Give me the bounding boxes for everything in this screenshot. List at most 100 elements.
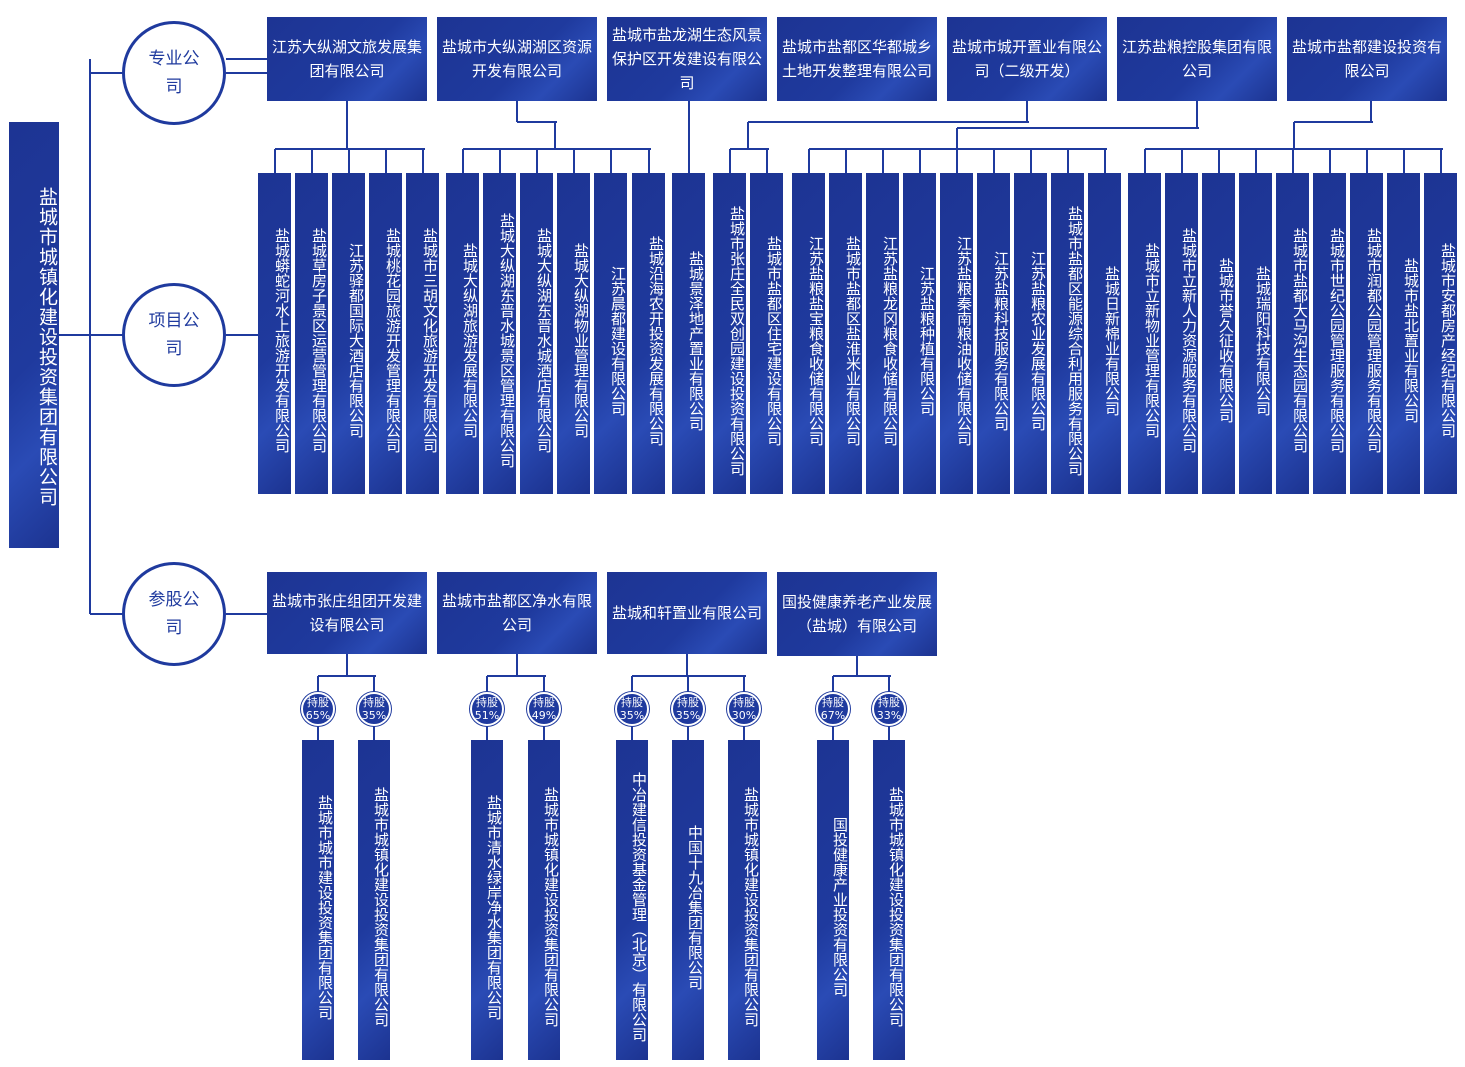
connector-line	[1144, 148, 1443, 150]
connector-line	[1066, 149, 1069, 173]
connector-line	[90, 72, 126, 74]
connector-line	[59, 334, 92, 336]
connector-line	[226, 613, 269, 615]
connector-line	[955, 149, 958, 173]
connector-line	[516, 654, 518, 676]
connector-line	[747, 122, 749, 149]
project-company: 盐城市盐都区能源综合利用服务有限公司	[1051, 173, 1084, 494]
shareholding-label: 持股	[363, 696, 385, 709]
shareholder-company: 盐城市城市建设投资集团有限公司	[302, 740, 334, 1060]
project-company: 盐城市盐都区住宅建设有限公司	[750, 173, 783, 494]
connector-line	[90, 334, 126, 336]
shareholder-company: 盐城市城镇化建设投资集团有限公司	[528, 740, 560, 1060]
connector-line	[1103, 149, 1106, 173]
connector-line	[765, 149, 768, 173]
connector-line	[728, 149, 731, 173]
connector-line	[517, 121, 557, 123]
connector-line	[856, 656, 858, 676]
connector-line	[1196, 101, 1198, 128]
project-company: 盐城蟒蛇河水上旅游开发有限公司	[258, 173, 291, 494]
professional-company: 盐城市盐都区华都城乡土地开发整理有限公司	[777, 17, 937, 101]
connector-line	[90, 613, 126, 615]
connector-line	[1370, 101, 1372, 122]
shareholder-company: 盐城市清水绿岸净水集团有限公司	[471, 740, 503, 1060]
shareholding-percent: 65%	[305, 709, 331, 722]
project-company: 盐城市三胡文化旅游开发有限公司	[406, 173, 439, 494]
connector-line	[498, 149, 501, 173]
professional-company: 盐城市盐龙湖生态风景保护区开发建设有限公司	[607, 17, 767, 101]
shareholding-label: 持股	[822, 696, 844, 709]
project-company: 盐城市立新物业管理有限公司	[1128, 173, 1161, 494]
shareholding-percent: 35%	[675, 709, 701, 722]
shareholder-company: 盐城市城镇化建设投资集团有限公司	[728, 740, 760, 1060]
connector-line	[1328, 149, 1331, 173]
project-company: 盐城市立新人力资源服务有限公司	[1165, 173, 1198, 494]
connector-line	[1439, 149, 1442, 173]
connector-line	[647, 149, 650, 173]
connector-line	[347, 149, 350, 173]
equity-company: 国投健康养老产业发展（盐城）有限公司	[777, 572, 937, 656]
project-company: 盐城沿海农开投资发展有限公司	[632, 173, 665, 494]
shareholder-company: 国投健康产业投资有限公司	[817, 740, 849, 1060]
equity-company: 盐城市张庄组团开发建设有限公司	[267, 572, 427, 654]
shareholding-label: 持股	[677, 696, 699, 709]
project-company: 盐城草房子景区运营管理有限公司	[295, 173, 328, 494]
connector-line	[487, 675, 546, 677]
connector-line	[1026, 101, 1028, 122]
project-company: 盐城市张庄全民双创园建设投资有限公司	[713, 173, 746, 494]
shareholding-percent: 67%	[820, 709, 846, 722]
project-company: 盐城市世纪公园管理服务有限公司	[1313, 173, 1346, 494]
connector-line	[1217, 149, 1220, 173]
connector-line	[554, 122, 556, 149]
connector-line	[957, 127, 1199, 129]
project-company: 盐城大纵湖东晋水城景区管理有限公司	[483, 173, 516, 494]
shareholding-percent: 33%	[876, 709, 902, 722]
project-company: 江苏盐粮秦南粮油收储有限公司	[940, 173, 973, 494]
connector-line	[807, 149, 810, 173]
connector-line	[1180, 149, 1183, 173]
category-project: 项目公司	[122, 283, 226, 387]
connector-line	[318, 675, 376, 677]
connector-line	[516, 101, 518, 122]
professional-company: 盐城市大纵湖湖区资源开发有限公司	[437, 17, 597, 101]
connector-line	[462, 148, 651, 150]
connector-line	[273, 149, 276, 173]
connector-line	[1029, 149, 1032, 173]
connector-line	[808, 148, 1107, 150]
shareholding-percent: 51%	[474, 709, 500, 722]
connector-line	[346, 101, 348, 149]
shareholding-percent: 30%	[731, 709, 757, 722]
connector-line	[226, 334, 260, 336]
project-company: 江苏盐粮盐宝粮食收储有限公司	[792, 173, 825, 494]
project-company: 盐城景泽地产置业有限公司	[672, 173, 705, 494]
shareholder-company: 中国十九冶集团有限公司	[672, 740, 704, 1060]
connector-line	[918, 149, 921, 173]
equity-company: 盐城和轩置业有限公司	[607, 572, 767, 654]
connector-line	[421, 149, 424, 173]
connector-line	[572, 149, 575, 173]
project-company: 盐城瑞阳科技有限公司	[1239, 173, 1272, 494]
project-company: 盐城大纵湖旅游发展有限公司	[446, 173, 479, 494]
connector-line	[226, 72, 269, 74]
connector-line	[1254, 149, 1257, 173]
project-company: 盐城市盐北置业有限公司	[1387, 173, 1420, 494]
connector-line	[992, 149, 995, 173]
project-company: 盐城市盐都大马沟生态园有限公司	[1276, 173, 1309, 494]
connector-line	[1293, 122, 1295, 149]
professional-company: 江苏盐粮控股集团有限公司	[1117, 17, 1277, 101]
equity-company: 盐城市盐都区净水有限公司	[437, 572, 597, 654]
connector-line	[833, 675, 891, 677]
project-company: 江苏盐粮种植有限公司	[903, 173, 936, 494]
shareholding-label: 持股	[733, 696, 755, 709]
connector-line	[346, 654, 348, 676]
professional-company: 盐城市城开置业有限公司（二级开发）	[947, 17, 1107, 101]
category-professional: 专业公司	[122, 21, 226, 125]
